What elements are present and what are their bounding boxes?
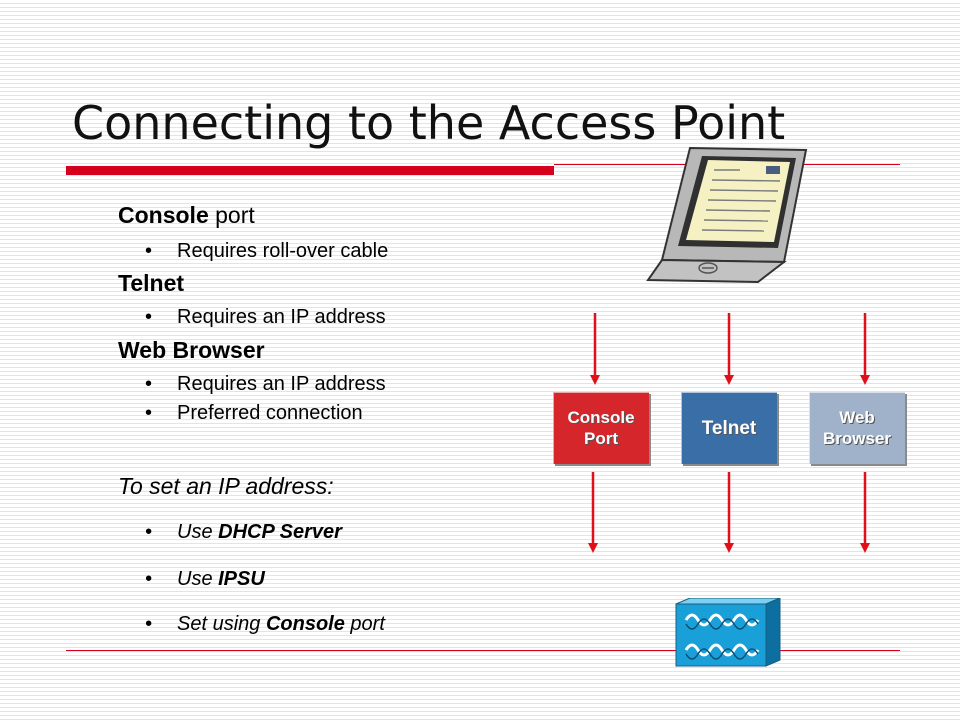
web-browser-heading: Web Browser (118, 337, 265, 363)
console-bullet: •Requires roll-over cable (145, 240, 389, 262)
web-bullet-2: •Preferred connection (145, 402, 363, 424)
console-heading: Console port (118, 202, 255, 229)
telnet-bullet: •Requires an IP address (145, 306, 386, 328)
telnet-box: Telnet (681, 392, 777, 464)
title-underline-bar (66, 166, 554, 175)
footer-line (66, 650, 900, 651)
laptop-icon (646, 146, 808, 284)
slide-title: Connecting to the Access Point (72, 96, 786, 150)
console-heading-bold: Console (118, 202, 209, 228)
ip-bullet-dhcp: •Use DHCP Server (145, 521, 342, 543)
access-point-icon (675, 598, 781, 667)
ip-bullet-ipsu: •Use IPSU (145, 568, 265, 590)
telnet-heading: Telnet (118, 270, 185, 296)
console-heading-rest: port (208, 202, 255, 228)
ip-bullet-console: •Set using Console port (145, 613, 385, 635)
ip-section-heading: To set an IP address: (118, 473, 334, 499)
web-bullet-1: •Requires an IP address (145, 373, 386, 395)
